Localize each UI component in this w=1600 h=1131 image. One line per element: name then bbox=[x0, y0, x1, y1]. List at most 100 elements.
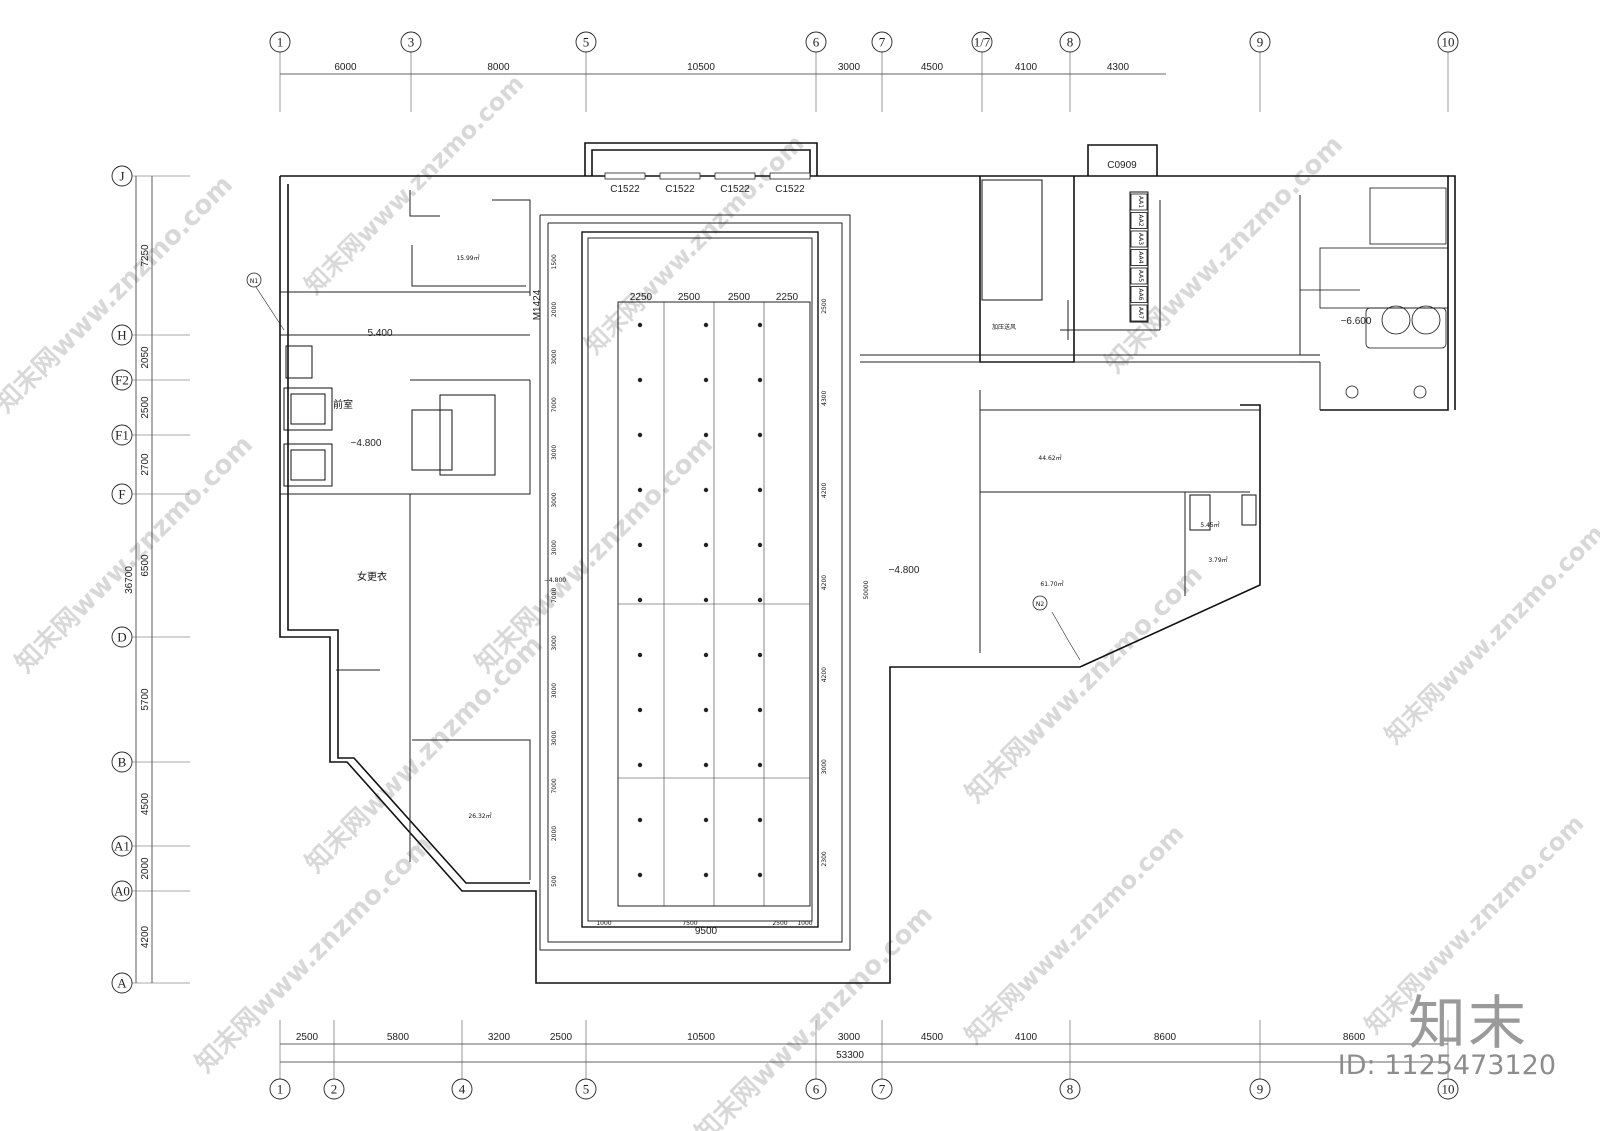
watermark-text: 知末网www.znzmo.com bbox=[959, 819, 1189, 1049]
dim-bottom: 8600 bbox=[1154, 1032, 1177, 1043]
axis-bubble-left bbox=[111, 972, 133, 994]
dim-pool-left: 2000 bbox=[551, 302, 558, 317]
dim-left: 7250 bbox=[140, 244, 151, 267]
axis-bubble-bottom bbox=[1059, 1078, 1081, 1100]
room-toilet-area: 26.32㎡ bbox=[468, 812, 491, 820]
dim-top: 3000 bbox=[838, 62, 861, 73]
dim-pool-left: 1500 bbox=[551, 254, 558, 269]
dim-pool-top: 2500 bbox=[678, 292, 701, 303]
dim-left: 2700 bbox=[140, 453, 151, 476]
pool-drain-dot bbox=[757, 487, 763, 493]
axis-label-left: A bbox=[117, 976, 127, 991]
watermark-text: 知末网www.znzmo.com bbox=[1379, 519, 1600, 749]
pool-drain-dot bbox=[757, 872, 763, 878]
dim-pool-right: 4200 bbox=[821, 575, 828, 590]
watermark-text: 知末网www.znzmo.com bbox=[299, 69, 529, 299]
dim-pool-left: 3000 bbox=[551, 445, 558, 460]
pool-drain-dot bbox=[637, 652, 643, 658]
pool-drain-dot bbox=[703, 542, 709, 548]
axis-extension-lines bbox=[132, 52, 1449, 1079]
axis-label-left: A1 bbox=[114, 839, 130, 854]
swimming-pool bbox=[581, 231, 819, 928]
dimension-lines bbox=[135, 73, 1448, 1063]
dim-pool-right: 4300 bbox=[821, 390, 828, 405]
dim-pool-left: 7000 bbox=[551, 397, 558, 412]
pool-drain-dot bbox=[637, 432, 643, 438]
pump-room-equipment bbox=[1300, 187, 1449, 399]
interior-walls bbox=[280, 190, 1321, 951]
dim-left-total: 36700 bbox=[124, 566, 135, 594]
dim-top: 4500 bbox=[921, 62, 944, 73]
callout-bubble bbox=[1032, 595, 1048, 611]
dim-pool-top: 2250 bbox=[776, 292, 799, 303]
dim-bottom: 5800 bbox=[387, 1032, 410, 1043]
callout-n2: N2 bbox=[1036, 601, 1044, 608]
callout-bubble bbox=[246, 272, 262, 288]
axis-label-left: F1 bbox=[115, 428, 129, 443]
dim-left: 5700 bbox=[140, 688, 151, 711]
dim-bottom: 2500 bbox=[296, 1032, 319, 1043]
pool-drain-dot bbox=[703, 432, 709, 438]
axis-label-top: 7 bbox=[879, 35, 886, 50]
dim-pool-right: 4200 bbox=[821, 667, 828, 682]
window-mark bbox=[659, 172, 701, 180]
panel-box bbox=[1130, 193, 1148, 211]
axis-bubble-top bbox=[971, 31, 993, 53]
pool-drain-dot bbox=[757, 597, 763, 603]
pool-drain-dot bbox=[637, 377, 643, 383]
level-pump-room: −6.600 bbox=[1341, 316, 1372, 327]
dim-pool-top: 2500 bbox=[728, 292, 751, 303]
dim-bottom: 3000 bbox=[838, 1032, 861, 1043]
watermark-text: 知末网www.znzmo.com bbox=[960, 560, 1209, 809]
axis-label-bottom: 1 bbox=[277, 1082, 284, 1097]
dim-bottom: 4100 bbox=[1015, 1032, 1038, 1043]
level-lobby: −4.800 bbox=[351, 438, 382, 449]
dim-pool-top: 2250 bbox=[630, 292, 653, 303]
axis-bubble-left bbox=[111, 369, 133, 391]
dim-left: 2050 bbox=[140, 346, 151, 369]
axis-bubble-top bbox=[1059, 31, 1081, 53]
panel-box bbox=[1130, 212, 1148, 229]
axis-bubble-left bbox=[111, 324, 133, 346]
level-pool-side: −4.800 bbox=[544, 577, 566, 584]
pool-drain-dot bbox=[703, 652, 709, 658]
window-mark bbox=[769, 172, 811, 180]
pool-drain-dot bbox=[703, 872, 709, 878]
dim-pool-left: 3000 bbox=[551, 492, 558, 507]
axis-label-top: 9 bbox=[1257, 35, 1264, 50]
pool-drain-dot bbox=[703, 597, 709, 603]
pool-drain-dot bbox=[757, 542, 763, 548]
dim-bottom: 2500 bbox=[550, 1032, 573, 1043]
axis-label-left: H bbox=[117, 328, 126, 343]
axis-label-top: 6 bbox=[813, 35, 820, 50]
pool-drain-dot bbox=[637, 872, 643, 878]
panel-box bbox=[1130, 230, 1148, 248]
dim-pool-left: 3000 bbox=[551, 683, 558, 698]
axis-bubble-top bbox=[1249, 31, 1271, 53]
dim-pool-bottom: 1000 bbox=[596, 920, 611, 927]
axis-label-top: 3 bbox=[408, 35, 415, 50]
level-top-left: 5.400 bbox=[367, 328, 392, 339]
elevator-core bbox=[283, 179, 1257, 531]
pool-drain-dot bbox=[757, 817, 763, 823]
window-label: C1522 bbox=[610, 184, 640, 195]
axis-bubble-bottom bbox=[323, 1078, 345, 1100]
dim-top: 4300 bbox=[1107, 62, 1130, 73]
axis-bubble-top bbox=[269, 31, 291, 53]
axis-bubble-bottom bbox=[1437, 1078, 1459, 1100]
dim-pool-left: 7000 bbox=[551, 778, 558, 793]
pool-drain-dot bbox=[757, 652, 763, 658]
panel-box bbox=[1130, 304, 1148, 322]
dim-pool-right: 4200 bbox=[821, 483, 828, 498]
axis-bubble-bottom bbox=[871, 1078, 893, 1100]
dim-top: 10500 bbox=[687, 62, 715, 73]
axis-label-top: 5 bbox=[583, 35, 590, 50]
axis-label-bottom: 7 bbox=[879, 1082, 886, 1097]
pool-drain-dot bbox=[703, 487, 709, 493]
axis-label-top: 10 bbox=[1442, 35, 1455, 50]
room-small1-area: 5.45㎡ bbox=[1200, 521, 1219, 529]
dim-pool-right: 2500 bbox=[821, 298, 828, 313]
panel-label: AA5 bbox=[1137, 270, 1144, 282]
